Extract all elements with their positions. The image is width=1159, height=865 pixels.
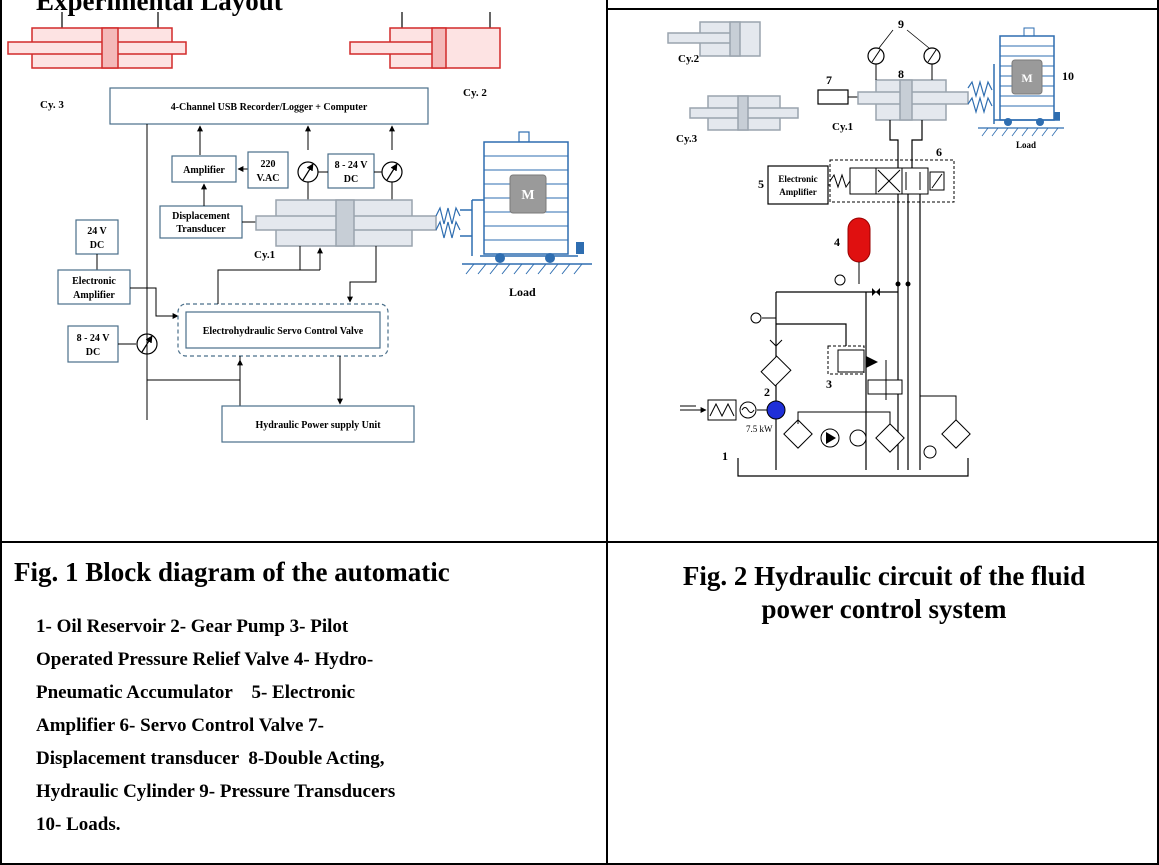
num-3: 3: [826, 377, 832, 391]
recorder-label: 4-Channel USB Recorder/Logger + Computer: [171, 102, 368, 113]
relief-valve-icon: [837, 349, 865, 373]
fig2-cy1-label: Cy.1: [832, 121, 853, 133]
fig2-amp-line2: Amplifier: [779, 187, 817, 197]
ac-supply-line2: V.AC: [257, 173, 280, 184]
num-1: 1: [722, 449, 728, 463]
hpu-block: [221, 405, 415, 443]
fig2-electronic-amplifier-block: [767, 165, 829, 205]
legend-line: 10- Loads.: [36, 814, 121, 835]
fig2-load-label: Load: [1016, 140, 1036, 150]
legend-line: Pneumatic Accumulator 5- Electronic: [36, 682, 356, 703]
oil-reservoir-icon: [737, 458, 969, 477]
displacement-line1: Displacement: [172, 211, 230, 222]
hpu-label: Hydraulic Power supply Unit: [255, 420, 381, 431]
load-cart: [462, 131, 592, 275]
cylinder-2-gray: [667, 21, 761, 57]
cylinder-3-gray: [689, 95, 799, 131]
dc-supply-top-line2: DC: [344, 174, 358, 185]
servo-valve-block: [185, 311, 381, 349]
table-border-row: [0, 541, 1159, 543]
wheel-icon: [495, 253, 505, 263]
cylinder-1: [255, 199, 437, 247]
table-border-bottom: [0, 863, 1159, 865]
fig2-hydraulic-circuit: Cy.2 Cy.3 7 8 Cy.1 9: [667, 17, 1074, 477]
spring-icon: [967, 79, 993, 99]
amplifier-block: [171, 155, 237, 183]
cy1-label: Cy.1: [254, 249, 275, 261]
amplifier-label: Amplifier: [183, 165, 225, 176]
wheel-icon: [545, 253, 555, 263]
num-5: 5: [758, 177, 764, 191]
num-8: 8: [898, 67, 904, 81]
table-border-left: [0, 0, 2, 865]
legend-line: Operated Pressure Relief Valve 4- Hydro-: [36, 649, 374, 670]
gear-pump-icon: [766, 400, 786, 420]
dc-supply-bottom-line1: 8 - 24 V: [77, 333, 111, 344]
fig2-motor-label: M: [1021, 71, 1032, 85]
recorder-block: [109, 87, 429, 125]
dc-supply-block-bottom: [67, 325, 119, 363]
dc-supply-bottom-line2: DC: [86, 347, 100, 358]
table-border-right: [1157, 0, 1159, 865]
servo-valve-label: Electrohydraulic Servo Control Valve: [203, 326, 364, 337]
displacement-transducer-icon: [817, 89, 849, 105]
num-9: 9: [898, 17, 904, 31]
fig2-load-cart: [967, 27, 1064, 137]
fig2-caption-line2: power control system: [761, 594, 1007, 624]
legend-line: Amplifier 6- Servo Control Valve 7-: [36, 715, 324, 736]
motor-block: [509, 174, 547, 214]
fig2-amp-line1: Electronic: [778, 174, 817, 184]
num-4: 4: [834, 235, 840, 249]
fig1-legend: 1- Oil Reservoir 2- Gear Pump 3- Pilot O…: [36, 610, 556, 841]
partial-heading: Experimental Layout: [36, 0, 283, 16]
legend-line: Hydraulic Cylinder 9- Pressure Transduce…: [36, 781, 396, 802]
fig2-cy3-label: Cy.3: [676, 133, 698, 145]
fig2-caption-title: Fig. 2 Hydraulic circuit of the fluid po…: [618, 560, 1150, 626]
ac-supply-block: [247, 151, 289, 189]
displacement-line2: Transducer: [176, 224, 226, 235]
num-7: 7: [826, 73, 832, 87]
ac-supply-line1: 220: [261, 159, 276, 170]
accumulator-icon: [847, 217, 871, 263]
electronic-amplifier-block: [57, 269, 131, 305]
cy2-label: Cy. 2: [463, 87, 487, 99]
num-6: 6: [936, 145, 942, 159]
num-10: 10: [1062, 69, 1074, 83]
electronic-amplifier-line1: Electronic: [72, 276, 116, 287]
figure-panels: Cy. 3 Cy. 2 4-Channel USB Recorder/Logge…: [7, 12, 1074, 477]
cy3-label: Cy. 3: [40, 99, 64, 111]
fig2-cy2-label: Cy.2: [678, 53, 700, 65]
cylinder-1-main: [857, 79, 969, 121]
fig1-caption-title: Fig. 1 Block diagram of the automatic: [14, 557, 450, 587]
motor-label: M: [521, 188, 534, 203]
dc24-block: [75, 219, 119, 255]
spring-coupling-icon: [435, 206, 461, 225]
fig2-caption-line1: Fig. 2 Hydraulic circuit of the fluid: [682, 561, 1086, 591]
table-border-top-right: [606, 8, 1159, 10]
table-border-middle: [606, 0, 608, 865]
filter-icon: [760, 355, 792, 387]
cylinder-2-red: [349, 12, 501, 69]
dc-supply-top-line1: 8 - 24 V: [335, 160, 369, 171]
dc-supply-block-top: [327, 153, 375, 189]
cylinder-3-red: [7, 12, 187, 69]
electronic-amplifier-line2: Amplifier: [73, 290, 115, 301]
num-2: 2: [764, 385, 770, 399]
dc24-line1: 24 V: [87, 226, 107, 237]
legend-line: 1- Oil Reservoir 2- Gear Pump 3- Pilot: [36, 616, 349, 637]
dc24-line2: DC: [90, 240, 104, 251]
gauge-small-icon: [834, 274, 846, 286]
motor-power: 7.5 kW: [746, 424, 773, 434]
legend-line: Displacement transducer 8-Double Acting,: [36, 748, 385, 769]
fig1-block-diagram: Cy. 3 Cy. 2 4-Channel USB Recorder/Logge…: [7, 12, 592, 443]
load-label: Load: [509, 285, 536, 299]
